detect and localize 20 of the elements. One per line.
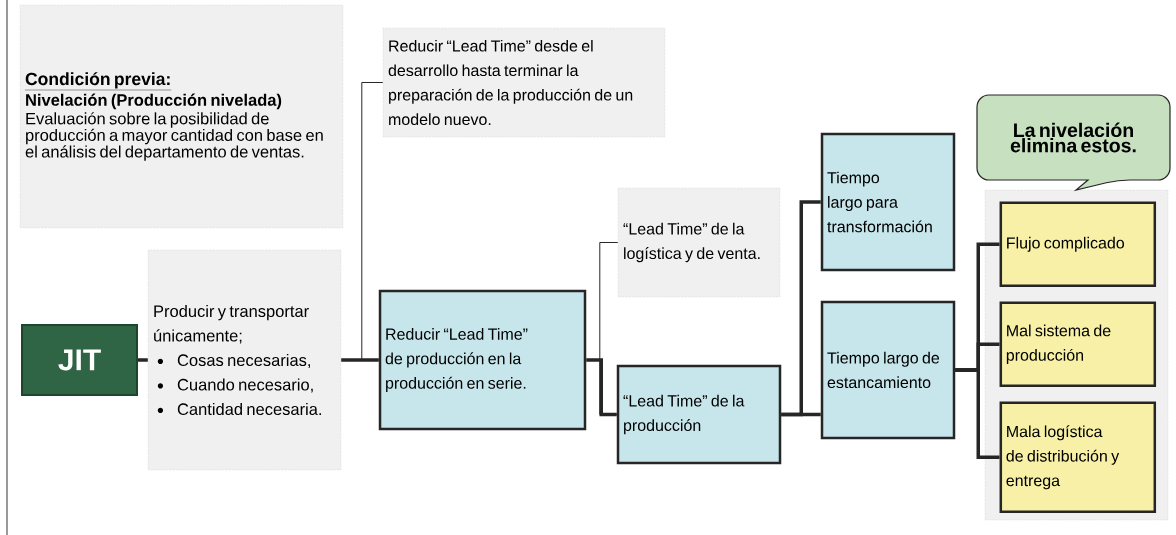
note-box: “Lead Time” de la logística y de venta. <box>617 187 781 298</box>
process-box: Tiempo largo para transformación <box>820 132 956 272</box>
process-box: Reducir “Lead Time” de producción en la producción en serie. <box>378 289 587 431</box>
connector <box>138 358 148 362</box>
problem-box: Mala logística de distribución y entrega <box>999 401 1157 514</box>
problem-box: Flujo complicado <box>999 201 1157 288</box>
jit-box: JIT <box>21 324 138 396</box>
problem-box: Mal sistema de producción <box>999 301 1157 388</box>
connector <box>586 358 617 417</box>
note-box: Condición previa: Nivelación (Producción nivelada) Evaluación sobre la posibilidad de producción a mayor cantidad con base en el análisis del departamento de ventas. <box>19 4 344 229</box>
connector <box>781 412 821 417</box>
process-box: Tiempo largo de estancamiento <box>820 300 956 440</box>
speech-bubble: La nivelación elimina estos. <box>976 94 1171 191</box>
connector <box>599 242 619 415</box>
note-box: Producir y transportar únicamente; Cosas necesarias, Cuando necesario, Cantidad necesaria. <box>147 249 342 471</box>
connector <box>361 82 384 361</box>
connector <box>955 368 1000 460</box>
process-box: “Lead Time” de la producción <box>616 364 782 465</box>
note-box: Reducir “Lead Time” desde el desarrollo hasta terminar la preparación de la producción de un modelo nuevo. <box>382 27 666 138</box>
connector <box>341 358 379 362</box>
